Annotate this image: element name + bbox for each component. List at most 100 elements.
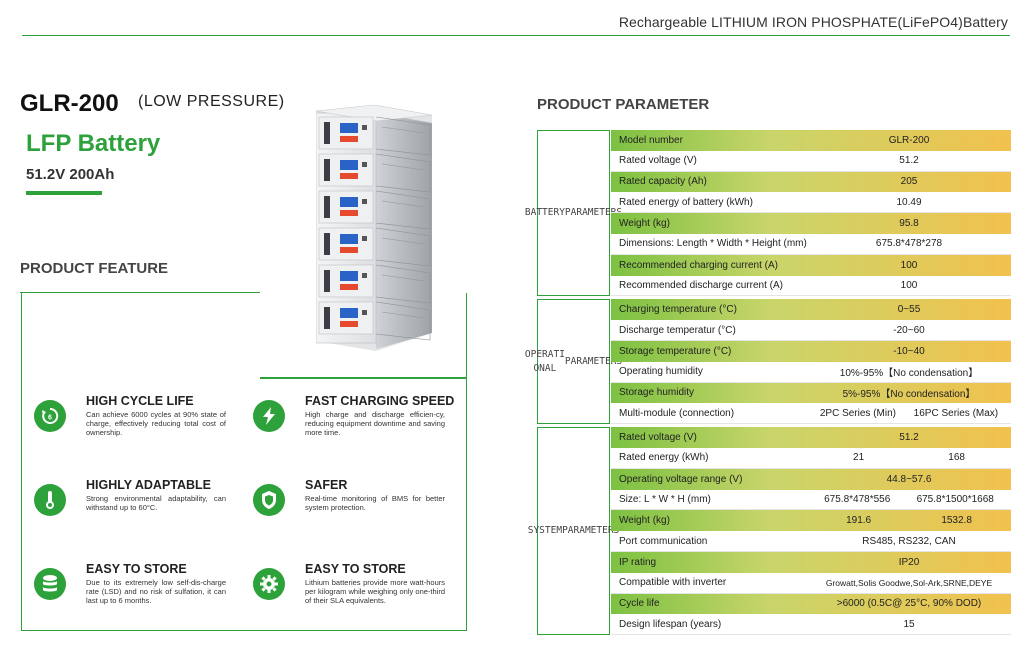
parameter-value: IP20 — [898, 556, 920, 568]
feature-title: EASY TO STORE — [305, 562, 406, 576]
product-spec: 51.2V 200Ah — [26, 166, 115, 183]
parameter-value: 21 — [853, 452, 865, 464]
accent-bar — [26, 191, 102, 195]
parameter-row: Rated energy (kWh) 21 168 — [611, 448, 1011, 469]
parameter-row: Compatible with inverter Growatt,Solis Go… — [611, 573, 1011, 594]
database-icon — [34, 568, 66, 600]
parameter-value: 675.8*1500*1668 — [916, 493, 994, 505]
parameter-value: 100 — [900, 279, 918, 291]
header-rule — [22, 35, 1010, 36]
parameter-value: Growatt,Solis Goodwe,Sol-Ark,SRNE,DEYE — [825, 577, 993, 588]
parameter-row: IP rating IP20 — [611, 551, 1011, 573]
parameter-name: Model number — [619, 134, 683, 146]
parameter-value: 10.49 — [896, 196, 922, 208]
parameter-value: 0~55 — [897, 304, 921, 316]
parameter-value: -20~60 — [893, 324, 925, 336]
parameter-row: Rated energy of battery (kWh)10.49 — [611, 192, 1011, 214]
parameter-value: RS485, RS232, CAN — [862, 535, 956, 547]
group-label-line: PARAMETERS — [562, 525, 620, 537]
parameter-row: Operating voltage range (V) 44.8~57.6 — [611, 468, 1011, 490]
parameter-name: Rated voltage (V) — [619, 432, 697, 444]
feature-description: Due to its extremely low self-dis-charge… — [86, 578, 226, 606]
model-number: GLR-200 — [20, 90, 119, 117]
parameter-name: IP rating — [619, 556, 657, 568]
parameter-name: Size: L * W * H (mm) — [619, 493, 711, 505]
parameter-name: Charging temperature (°C) — [619, 304, 737, 316]
model-subtitle: (LOW PRESSURE) — [138, 93, 285, 110]
parameter-row: Size: L * W * H (mm) 675.8*478*556 675.8*1… — [611, 490, 1011, 511]
parameter-name: Compatible with inverter — [619, 577, 727, 589]
parameter-value: 44.8~57.6 — [886, 473, 932, 485]
thermometer-icon — [34, 484, 66, 516]
parameter-value: 15 — [903, 618, 915, 630]
parameter-value: 2PC Series (Min) — [819, 407, 896, 419]
parameter-name: Rated voltage (V) — [619, 155, 697, 167]
parameter-value: 1532.8 — [941, 515, 972, 527]
parameter-value: 168 — [948, 452, 965, 464]
parameter-name: Dimensions: Length * Width * Height (mm) — [619, 238, 807, 250]
feature-description: High charge and discharge efficien-cy, r… — [305, 410, 445, 438]
product-parameter-title: PRODUCT PARAMETER — [537, 96, 710, 113]
parameter-value: 51.2 — [899, 432, 919, 444]
parameter-row: Weight (kg)95.8 — [611, 213, 1011, 234]
feature-box — [21, 293, 467, 631]
parameter-row: Recommended charging current (A) 100 — [611, 254, 1011, 276]
parameter-name: Weight (kg) — [619, 515, 670, 527]
parameter-name: Port communication — [619, 535, 708, 547]
parameter-name: Weight (kg) — [619, 218, 670, 230]
parameter-row: Discharge temperatur (°C) -20~60 — [611, 320, 1011, 341]
feature-description: Strong environmental adaptability, can w… — [86, 494, 226, 513]
parameter-row: Rated voltage (V) 51.2 — [611, 151, 1011, 172]
product-feature-rule — [20, 292, 260, 293]
parameter-value: 51.2 — [899, 155, 919, 167]
parameter-row: Port communication RS485, RS232, CAN — [611, 531, 1011, 552]
parameter-row: Rated capacity (Ah) 205 — [611, 171, 1011, 193]
parameter-name: Operating voltage range (V) — [619, 473, 743, 485]
parameter-name: Multi-module (connection) — [619, 407, 735, 419]
parameter-name: Recommended discharge current (A) — [619, 279, 783, 291]
parameter-value: 205 — [900, 176, 918, 188]
parameter-value: 191.6 — [846, 515, 872, 527]
group-label-line: BATTERY — [524, 207, 565, 219]
parameter-value: >6000 (0.5C@ 25°C, 90% DOD) — [836, 598, 982, 610]
feature-title: HIGHLY ADAPTABLE — [86, 478, 212, 492]
shield-icon — [253, 484, 285, 516]
header-title: Rechargeable LITHIUM IRON PHOSPHATE(LiFe… — [618, 14, 1008, 30]
parameter-row: Rated voltage (V) 51.2 — [611, 427, 1011, 448]
parameter-name: Cycle life — [619, 598, 660, 610]
parameter-value: 100 — [900, 259, 918, 271]
group-label-line: OPERATI ONAL — [524, 348, 565, 374]
product-feature-title: PRODUCT FEATURE — [20, 260, 169, 277]
battery-rack-image — [316, 104, 432, 351]
group-label-line: PARAMETERS — [564, 355, 623, 367]
feature-title: FAST CHARGING SPEED — [305, 394, 455, 408]
parameter-row: Recommended discharge current (A) 100 — [611, 276, 1011, 297]
parameter-name: Discharge temperatur (°C) — [619, 324, 736, 336]
feature-description: Lithium batteries provide more watt-hour… — [305, 578, 445, 606]
lightning-icon — [253, 400, 285, 432]
parameter-row: Cycle life >6000 (0.5C@ 25°C, 90% DOD) — [611, 593, 1011, 615]
parameter-value: 675.8*478*278 — [875, 238, 943, 250]
parameter-name: Rated energy (kWh) — [619, 452, 709, 464]
parameter-name: Operating humidity — [619, 366, 703, 378]
gear-icon — [253, 568, 285, 600]
feature-description: Real-time monitoring of BMS for better s… — [305, 494, 445, 513]
parameter-value: 675.8*478*556 — [824, 493, 891, 505]
parameter-name: Recommended charging current (A) — [619, 259, 778, 271]
feature-title: SAFER — [305, 478, 348, 492]
product-type: LFP Battery — [26, 130, 161, 157]
feature-title: EASY TO STORE — [86, 562, 187, 576]
parameter-value: 16PC Series (Max) — [913, 407, 999, 419]
parameter-value: 5%-95%【No condensation】 — [842, 389, 976, 401]
group-label-line: PARAMETERS — [564, 207, 623, 219]
parameter-row: Charging temperature (°C) 0~55 — [611, 299, 1011, 321]
svg-text:6: 6 — [48, 415, 52, 422]
parameter-name: Rated capacity (Ah) — [619, 176, 707, 188]
